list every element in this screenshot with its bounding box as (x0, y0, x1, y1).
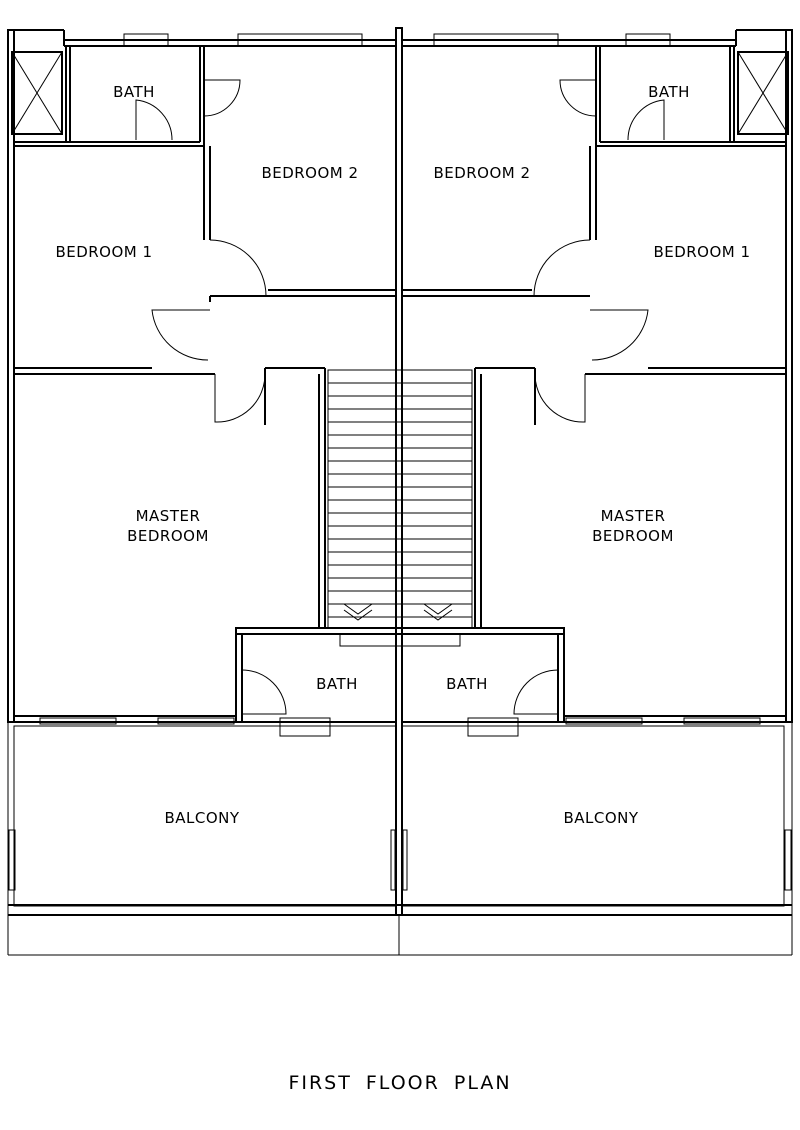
balcony-structure (7, 717, 793, 956)
exterior-walls (7, 27, 793, 916)
stair-direction-arrow-icon (423, 603, 453, 621)
room-label-bedroom1-left: BEDROOM 1 (55, 243, 153, 261)
interior-walls (14, 45, 786, 723)
staircase (327, 369, 473, 629)
room-label-bedroom2-left: BEDROOM 2 (261, 164, 359, 182)
stair-direction-arrow-icon (343, 603, 373, 621)
door-swings (135, 79, 665, 715)
room-label-balcony-left: BALCONY (164, 809, 240, 827)
room-label-bedroom2-right: BEDROOM 2 (433, 164, 531, 182)
room-label-master-left: MASTER BEDROOM (127, 507, 209, 545)
room-label-bath-bottom-right: BATH (446, 675, 488, 693)
room-label-master-right: MASTER BEDROOM (592, 507, 674, 545)
room-label-bedroom1-right: BEDROOM 1 (653, 243, 751, 261)
room-label-balcony-right: BALCONY (563, 809, 639, 827)
room-label-bath-top-left: BATH (113, 83, 155, 101)
plan-title: FIRST FLOOR PLAN (288, 1072, 512, 1094)
shafts (11, 51, 789, 135)
room-label-bath-top-right: BATH (648, 83, 690, 101)
room-label-bath-bottom-left: BATH (316, 675, 358, 693)
windows (123, 33, 671, 47)
